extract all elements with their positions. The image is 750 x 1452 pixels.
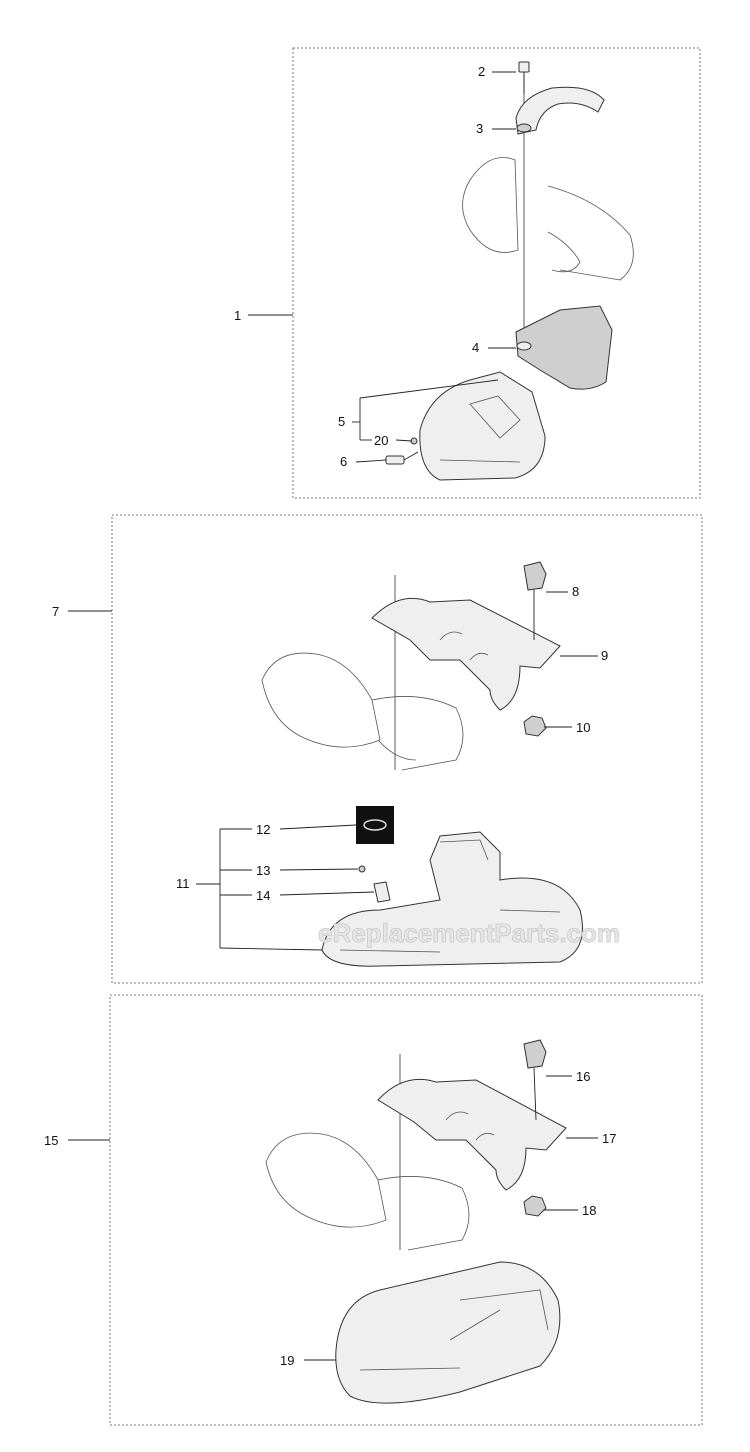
knob-bolt-part-16 bbox=[523, 1039, 547, 1121]
group-frame-1 bbox=[292, 47, 701, 499]
bolt-part-6 bbox=[385, 451, 419, 465]
callout-14: 14 bbox=[256, 888, 270, 903]
callout-15: 15 bbox=[44, 1133, 58, 1148]
callout-10: 10 bbox=[576, 720, 590, 735]
knob-bolt-part-8 bbox=[523, 561, 547, 640]
callout-13: 13 bbox=[256, 863, 270, 878]
callout-4: 4 bbox=[472, 340, 479, 355]
callout-8: 8 bbox=[572, 584, 579, 599]
callout-2: 2 bbox=[478, 64, 485, 79]
callout-16: 16 bbox=[576, 1069, 590, 1084]
group-15-drawing bbox=[265, 1039, 567, 1404]
decal-part-12 bbox=[356, 806, 394, 844]
callout-11: 11 bbox=[176, 876, 190, 891]
nut-part-18 bbox=[523, 1195, 547, 1217]
callout-7: 7 bbox=[52, 604, 59, 619]
clamp-top-part-3 bbox=[515, 86, 605, 135]
nut-part-10 bbox=[523, 715, 547, 737]
guard-part-5 bbox=[419, 371, 546, 481]
callout-1: 1 bbox=[234, 308, 241, 323]
screw-part-2 bbox=[518, 61, 530, 94]
callout-20: 20 bbox=[374, 433, 388, 448]
group-7-drawing: eReplacementParts.com bbox=[261, 561, 620, 967]
callout-19: 19 bbox=[280, 1353, 294, 1368]
callout-3: 3 bbox=[476, 121, 483, 136]
callout-12: 12 bbox=[256, 822, 270, 837]
group-frame-15 bbox=[109, 994, 703, 1426]
watermark: eReplacementParts.com bbox=[318, 918, 620, 948]
plate-part-14 bbox=[373, 881, 391, 903]
callout-17: 17 bbox=[602, 1131, 616, 1146]
clamp-bottom-part-4 bbox=[515, 305, 613, 390]
bracket-part-17 bbox=[377, 1078, 567, 1191]
callout-5: 5 bbox=[338, 414, 345, 429]
callout-6: 6 bbox=[340, 454, 347, 469]
handle-part-11 bbox=[321, 831, 583, 967]
callout-18: 18 bbox=[582, 1203, 596, 1218]
screw-part-13 bbox=[358, 865, 366, 873]
group-1-drawing bbox=[385, 61, 634, 481]
callout-9: 9 bbox=[601, 648, 608, 663]
group-frame-7 bbox=[111, 514, 703, 984]
handle-part-19 bbox=[335, 1261, 561, 1404]
bracket-part-9 bbox=[371, 597, 561, 711]
